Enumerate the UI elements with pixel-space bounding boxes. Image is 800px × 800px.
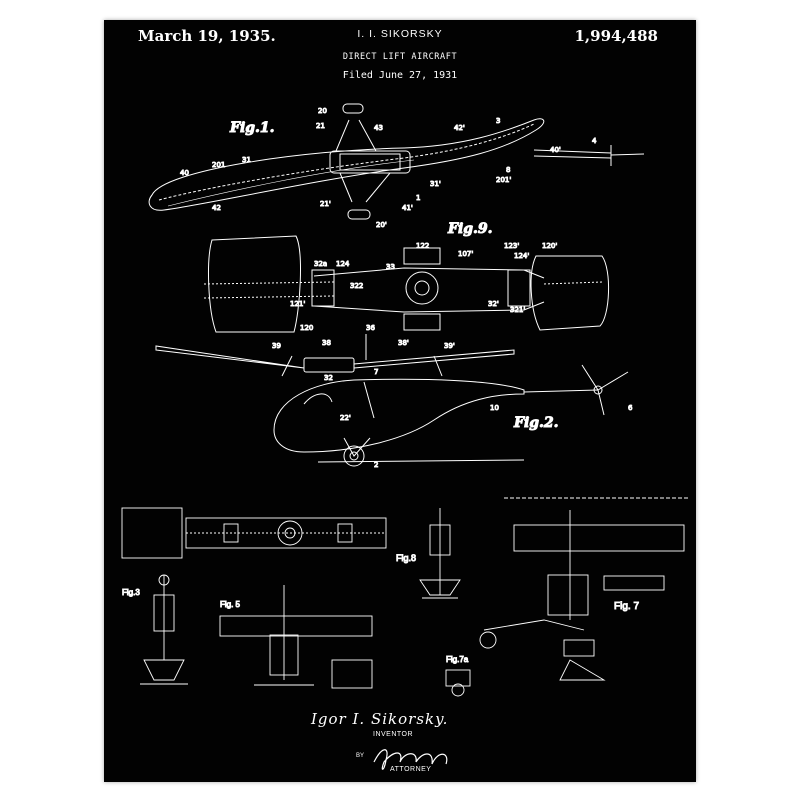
fig7-label: Fig. 7 xyxy=(614,601,639,612)
ref-31: 31 xyxy=(242,156,251,164)
fig8-label: Fig.8 xyxy=(396,553,416,563)
patent-number: 1,994,488 xyxy=(574,27,658,45)
ref-4: 4 xyxy=(592,137,597,145)
ref-10: 10 xyxy=(490,404,499,412)
ref-40: 40 xyxy=(180,169,189,177)
ref-42: 42 xyxy=(212,204,221,212)
ref-36: 36 xyxy=(366,324,375,332)
ref-124: 124 xyxy=(336,260,350,268)
ref-322: 322 xyxy=(350,282,363,290)
inventor-line: I. I. SIKORSKY xyxy=(357,28,443,40)
ref-120p: 120' xyxy=(542,242,557,250)
ref-6: 6 xyxy=(628,404,633,412)
ref-32: 32 xyxy=(324,374,333,382)
ref-201: 201 xyxy=(212,161,225,169)
attorney-signature xyxy=(373,749,448,770)
ref-22p: 22' xyxy=(340,414,351,422)
inventor-caption: INVENTOR xyxy=(373,731,414,738)
ref-121p: 121' xyxy=(290,300,305,308)
fig2-helicopter-side-view xyxy=(155,334,629,467)
ref-124p: 124' xyxy=(514,252,529,260)
patent-sheet: March 19, 1935. I. I. SIKORSKY DIRECT LI… xyxy=(104,20,696,782)
ref-8: 8 xyxy=(506,166,510,174)
ref-21: 21 xyxy=(316,122,325,130)
fig9-rotor-hub xyxy=(203,235,610,333)
ref-107p: 107' xyxy=(458,250,473,258)
ref-32p: 32' xyxy=(488,300,499,308)
lower-detail-drawings xyxy=(121,497,690,697)
by-caption: BY xyxy=(356,753,365,759)
patent-date: March 19, 1935. xyxy=(138,27,276,45)
ref-43: 43 xyxy=(374,124,383,132)
ref-31p: 31' xyxy=(430,180,441,188)
ref-33: 33 xyxy=(386,263,395,271)
ref-321p: 321' xyxy=(510,306,525,314)
fig5-label: Fig. 5 xyxy=(220,600,241,609)
ref-40p: 40' xyxy=(550,146,561,154)
ref-123p: 123' xyxy=(504,242,519,250)
ref-38: 38 xyxy=(322,339,331,347)
ref-122: 122 xyxy=(416,242,429,250)
patent-title: DIRECT LIFT AIRCRAFT xyxy=(342,52,458,62)
attorney-caption: ATTORNEY xyxy=(390,766,432,773)
fig3-label: Fig.3 xyxy=(122,588,140,597)
fig1-rotor-top-view xyxy=(148,103,645,220)
ref-201p: 201' xyxy=(496,176,511,184)
fig9-label: Fig.9. xyxy=(447,221,493,237)
inventor-signature-name: Igor I. Sikorsky. xyxy=(311,710,449,728)
ref-20: 20 xyxy=(318,107,327,115)
fig2-label: Fig.2. xyxy=(513,415,559,431)
ref-7: 7 xyxy=(374,368,378,376)
ref-38p: 38' xyxy=(398,339,409,347)
ref-21p: 21' xyxy=(320,200,331,208)
ref-42p: 42' xyxy=(454,124,465,132)
ref-2: 2 xyxy=(374,461,378,469)
ref-20p: 20' xyxy=(376,221,387,229)
fig7a-label: Fig.7a xyxy=(446,655,469,664)
fig1-label: Fig.1. xyxy=(229,120,275,136)
patent-drawings: Fig.1. Fig.9. xyxy=(121,103,690,770)
filed-date: Filed June 27, 1931 xyxy=(342,70,458,81)
ref-3: 3 xyxy=(496,117,500,125)
ref-32a: 32a xyxy=(314,260,327,268)
ref-41p: 41' xyxy=(402,204,413,212)
ref-120: 120 xyxy=(300,324,313,332)
ref-39: 39 xyxy=(272,342,281,350)
reference-numerals: 20 21 43 42' 3 4 40' 201 31 40 42 8 31' … xyxy=(180,107,634,470)
ref-39p: 39' xyxy=(444,342,455,350)
ref-1: 1 xyxy=(416,194,420,202)
